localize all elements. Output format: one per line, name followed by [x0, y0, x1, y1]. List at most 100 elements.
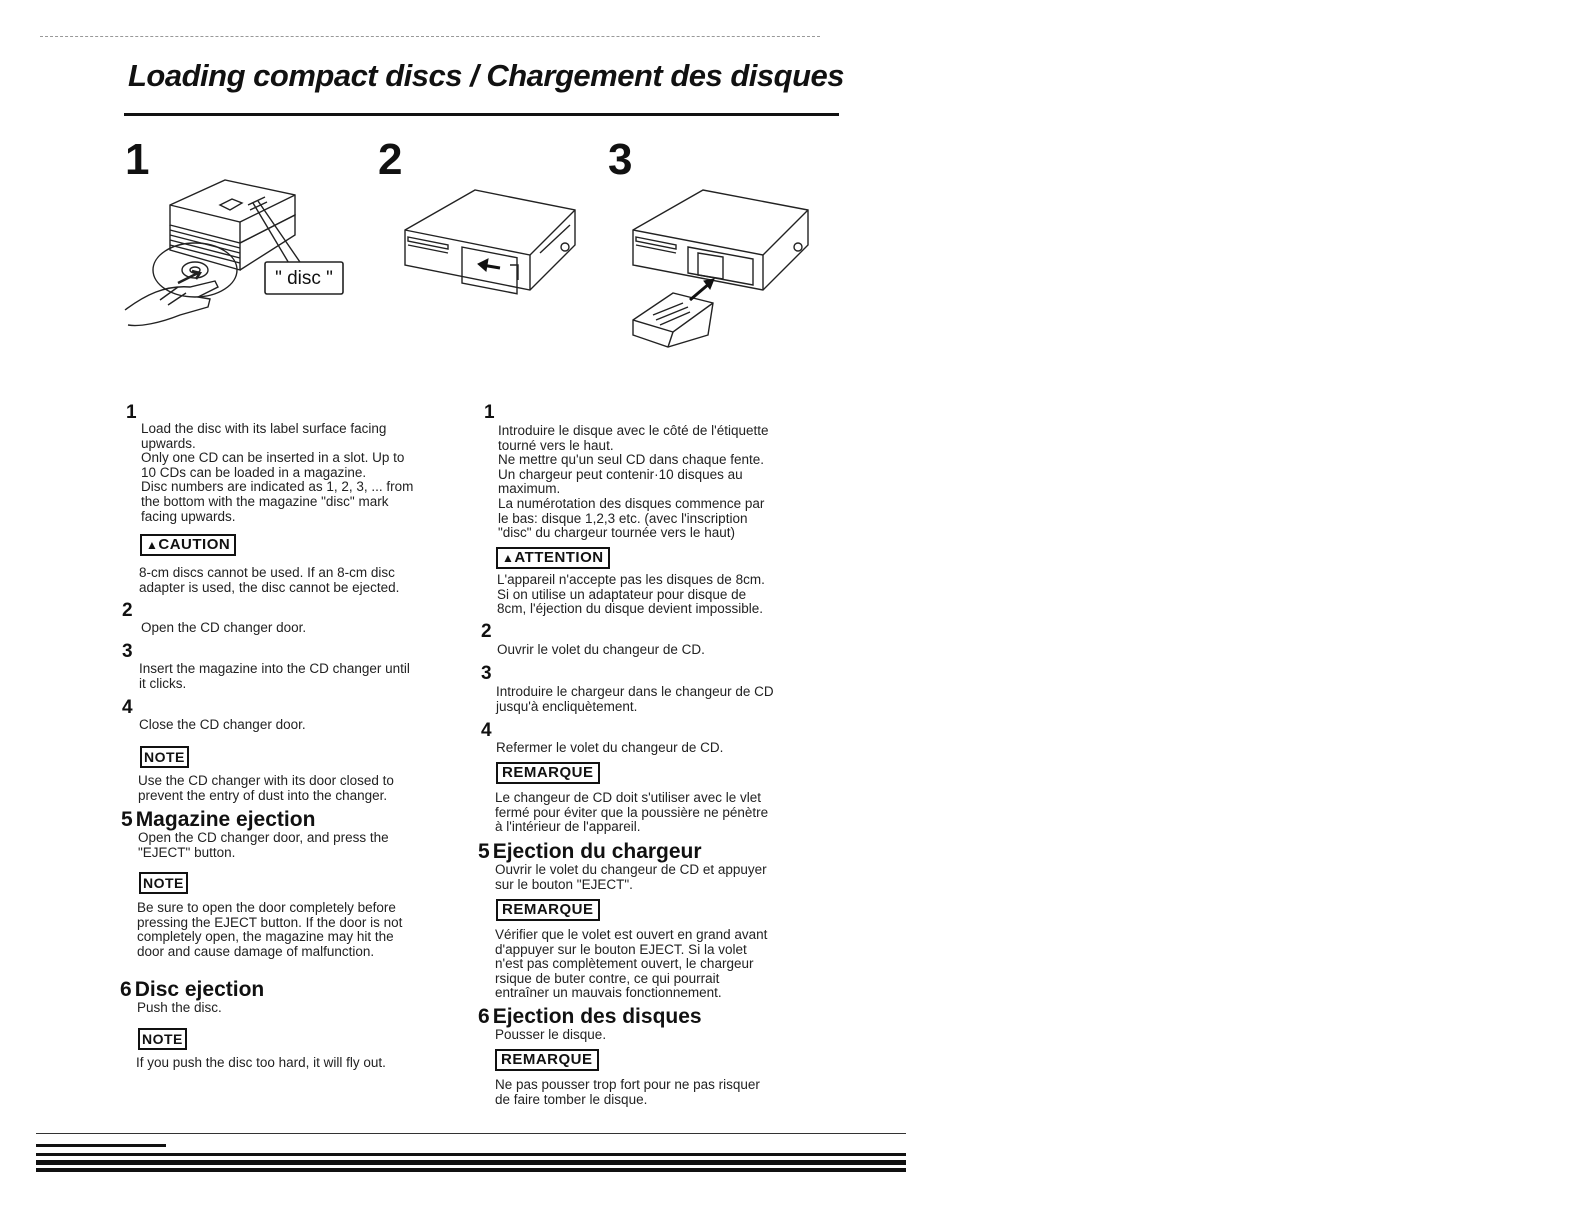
attention-line: L'appareil n'accepte pas les disques de … — [497, 572, 765, 587]
remarque-2-line: n'est pas complètement ouvert, le charge… — [495, 956, 754, 972]
en-step-4-text: Close the CD changer door. — [139, 717, 306, 732]
fr-step-5-line: sur le bouton "EJECT". — [495, 876, 633, 892]
remarque-badge-2: REMARQUE — [496, 899, 600, 921]
bottom-scan-bar — [36, 1168, 906, 1172]
fr-step-1-line: tourné vers le haut. — [498, 437, 614, 453]
note-2-line: door and cause damage of malfunction. — [137, 943, 375, 959]
remarque-1-line: à l'intérieur de l'appareil. — [495, 819, 641, 835]
remarque-2-text: Vérifier que le volet est ouvert en gran… — [495, 927, 825, 1001]
remarque-label: REMARQUE — [496, 899, 600, 921]
warning-triangle-icon: ▲ — [146, 538, 159, 552]
fr-step-3-text: Introduire le chargeur dans le changeur … — [496, 684, 826, 714]
figure-step-1-number: 1 — [125, 135, 150, 184]
disc-label-text: " disc " — [275, 268, 333, 289]
title-rule — [124, 113, 839, 116]
fr-step-5-text: Ouvrir le volet du changeur de CD et app… — [495, 862, 825, 892]
caution-line: adapter is used, the disc cannot be ejec… — [139, 579, 400, 595]
remarque-1-text: Le changeur de CD doit s'utiliser avec l… — [495, 790, 825, 835]
remarque-2-line: Vérifier que le volet est ouvert en gran… — [495, 927, 768, 942]
fr-step-5-line: Ouvrir le volet du changeur de CD et app… — [495, 862, 767, 877]
en-step-1-line: Load the disc with its label surface fac… — [141, 421, 387, 436]
remarque-label: REMARQUE — [495, 1049, 599, 1071]
remarque-2-line: d'appuyer sur le bouton EJECT. Si la vol… — [495, 941, 747, 957]
en-step-1-text: Load the disc with its label surface fac… — [141, 421, 461, 524]
en-step-5-line: Open the CD changer door, and press the — [138, 830, 389, 845]
note-label: NOTE — [140, 746, 189, 768]
fr-step-1-line: "disc" du chargeur tournée vers le haut) — [498, 525, 735, 541]
remarque-label: REMARQUE — [496, 762, 600, 784]
attention-label: ATTENTION — [514, 549, 604, 566]
en-step-3-number: 3 — [122, 641, 133, 662]
fr-section-6-number: 6 — [478, 1005, 490, 1028]
fr-step-3-line: jusqu'à encliquètement. — [496, 698, 638, 714]
fr-step-1-line: La numérotation des disques commence par — [498, 495, 765, 511]
en-step-2-text: Open the CD changer door. — [141, 620, 307, 635]
en-step-1-line: 10 CDs can be loaded in a magazine. — [141, 464, 367, 480]
en-step-2-number: 2 — [122, 600, 133, 621]
en-step-1-number: 1 — [126, 402, 137, 423]
note-2-text: Be sure to open the door completely befo… — [137, 900, 457, 959]
remarque-1-line: Le changeur de CD doit s'utiliser avec l… — [495, 790, 761, 805]
remarque-badge-3: REMARQUE — [495, 1049, 599, 1071]
figure-load-disc-illustration: " disc " — [124, 179, 344, 327]
remarque-2-line: rsique de buter contre, ce qui pourrait — [495, 970, 720, 986]
fr-step-3-line: Introduire le chargeur dans le changeur … — [496, 684, 774, 699]
fr-step-6-text: Pousser le disque. — [495, 1027, 607, 1042]
attention-line: Si on utilise un adaptateur pour disque … — [497, 586, 747, 602]
caution-badge: ▲CAUTION — [140, 534, 237, 556]
fr-step-1-line: Ne mettre qu'un seul CD dans chaque fent… — [498, 452, 764, 468]
en-step-1-line: Disc numbers are indicated as 1, 2, 3, .… — [141, 479, 414, 495]
fr-step-1-line: Un chargeur peut contenir·10 disques au — [498, 466, 743, 482]
fr-step-1-line: Introduire le disque avec le côté de l'é… — [498, 423, 769, 438]
fr-step-4-number: 4 — [481, 720, 492, 741]
fr-step-4-text: Refermer le volet du changeur de CD. — [496, 740, 724, 755]
bottom-scan-bar — [36, 1160, 906, 1165]
en-step-3-text: Insert the magazine into the CD changer … — [139, 661, 459, 691]
caution-line: 8-cm discs cannot be used. If an 8-cm di… — [139, 565, 395, 580]
fr-step-2-text: Ouvrir le volet du changeur de CD. — [497, 642, 705, 657]
en-step-5-text: Open the CD changer door, and press the … — [138, 830, 458, 860]
warning-triangle-icon: ▲ — [502, 551, 515, 565]
en-step-1-line: the bottom with the magazine "disc" mark — [141, 493, 389, 509]
note-badge-3: NOTE — [138, 1028, 187, 1050]
remarque-badge-1: REMARQUE — [496, 762, 600, 784]
caution-text: 8-cm discs cannot be used. If an 8-cm di… — [139, 565, 459, 595]
attention-badge: ▲ATTENTION — [496, 547, 610, 569]
note-1-line: Use the CD changer with its door closed … — [138, 773, 394, 788]
note-label: NOTE — [138, 1028, 187, 1050]
remarque-3-line: de faire tomber le disque. — [495, 1091, 648, 1107]
en-step-3-line: it clicks. — [139, 675, 187, 691]
note-3-text: If you push the disc too hard, it will f… — [136, 1055, 386, 1070]
note-label: NOTE — [139, 872, 188, 894]
bottom-scan-bar — [36, 1153, 906, 1156]
attention-line: 8cm, l'éjection du disque devient imposs… — [497, 601, 763, 617]
fr-section-5-title: Ejection du chargeur — [492, 840, 702, 863]
en-step-5-line: "EJECT" button. — [138, 844, 236, 860]
fr-step-1-text: Introduire le disque avec le côté de l'é… — [498, 423, 828, 541]
note-badge-2: NOTE — [139, 872, 188, 894]
attention-text: L'appareil n'accepte pas les disques de … — [497, 572, 827, 617]
en-step-1-line: facing upwards. — [141, 508, 236, 524]
note-1-line: prevent the entry of dust into the chang… — [138, 787, 388, 803]
figure-insert-magazine-illustration — [632, 189, 809, 348]
fr-step-1-number: 1 — [484, 402, 495, 423]
bottom-rule — [36, 1133, 906, 1134]
en-section-6-number: 6 — [120, 978, 132, 1001]
fr-step-2-number: 2 — [481, 621, 492, 642]
note-2-line: completely open, the magazine may hit th… — [137, 929, 394, 945]
top-dashed-rule — [40, 36, 820, 37]
en-step-4-number: 4 — [122, 697, 133, 718]
fr-step-1-line: le bas: disque 1,2,3 etc. (avec l'inscri… — [498, 510, 748, 526]
en-step-3-line: Insert the magazine into the CD changer … — [139, 661, 410, 676]
caution-label: CAUTION — [158, 536, 231, 553]
en-step-6-text: Push the disc. — [137, 1000, 222, 1015]
fr-section-5-number: 5 — [478, 840, 490, 863]
figure-step-3-number: 3 — [608, 135, 633, 184]
page-title: Loading compact discs / Chargement des d… — [128, 58, 845, 93]
fr-step-1-line: maximum. — [498, 481, 561, 497]
note-2-line: pressing the EJECT button. If the door i… — [137, 914, 403, 930]
